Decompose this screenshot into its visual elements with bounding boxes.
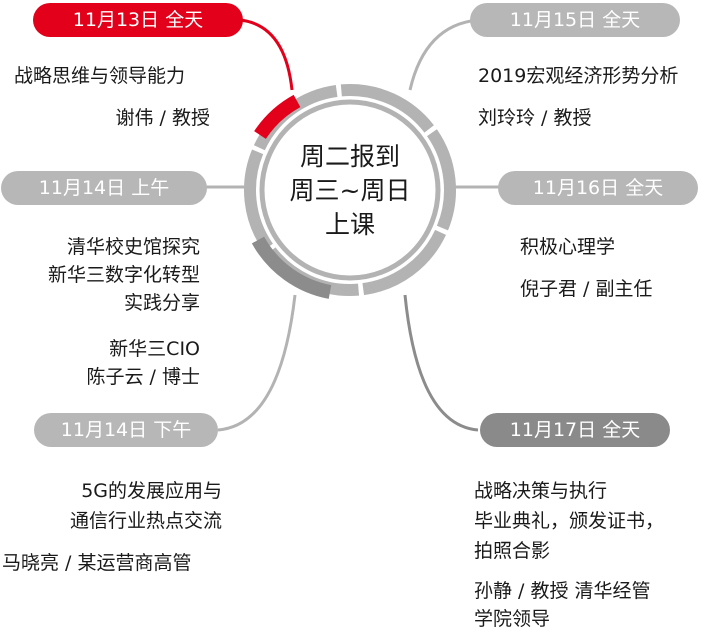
- center-line-2: 周三~周日: [289, 176, 411, 205]
- connector-nov14pm: [217, 294, 297, 432]
- center-line-1: 周二报到: [299, 142, 400, 171]
- speaker-nov17-line2: 学院领导: [474, 608, 551, 630]
- date-badge-nov15: 11月15日 全天: [470, 3, 680, 37]
- topic-nov14am-line2: 新华三数字化转型: [47, 264, 200, 286]
- topic-nov14pm-line2: 通信行业热点交流: [69, 510, 222, 532]
- date-badge-nov16: 11月16日 全天: [498, 171, 698, 205]
- topic-nov13: 战略思维与领导能力: [14, 65, 186, 87]
- connector-nov15: [408, 18, 479, 91]
- date-badge-nov14am: 11月14日 上午: [1, 171, 207, 205]
- topic-nov14pm-line1: 5G的发展应用与: [81, 480, 222, 502]
- center-ring-dark-segment: [251, 236, 332, 299]
- speaker-nov14am-line2: 陈子云 / 博士: [86, 366, 200, 388]
- topic-nov16: 积极心理学: [520, 236, 616, 258]
- topic-nov17-line3: 拍照合影: [474, 540, 551, 562]
- center-ring-inner: [259, 99, 441, 281]
- connector-nov17: [403, 294, 479, 432]
- topic-nov17-line1: 战略决策与执行: [474, 480, 608, 502]
- speaker-nov14pm: 马晓亮 / 某运营商高管: [2, 552, 192, 574]
- speaker-nov13: 谢伟 / 教授: [115, 107, 210, 129]
- topic-nov17-line2: 毕业典礼，颁发证书，: [474, 510, 665, 532]
- speaker-nov16: 倪子君 / 副主任: [520, 278, 653, 300]
- speaker-nov17-line1: 孙静 / 教授 清华经管: [474, 580, 651, 602]
- center-line-3: 上课: [324, 210, 375, 239]
- date-badge-nov13: 11月13日 全天: [33, 3, 243, 37]
- center-ring-highlight: [254, 94, 301, 140]
- topic-nov14am-line3: 实践分享: [123, 292, 200, 314]
- center-label: 周二报到 周三~周日 上课: [280, 140, 420, 242]
- date-badge-nov14pm: 11月14日 下午: [34, 413, 218, 447]
- speaker-nov14am-line1: 新华三CIO: [109, 338, 200, 360]
- topic-nov14am-line1: 清华校史馆探究: [66, 236, 200, 258]
- topic-nov15: 2019宏观经济形势分析: [478, 65, 679, 87]
- date-badge-nov17: 11月17日 全天: [480, 413, 670, 447]
- connector-nov13: [239, 18, 294, 91]
- speaker-nov15: 刘玲玲 / 教授: [478, 107, 592, 129]
